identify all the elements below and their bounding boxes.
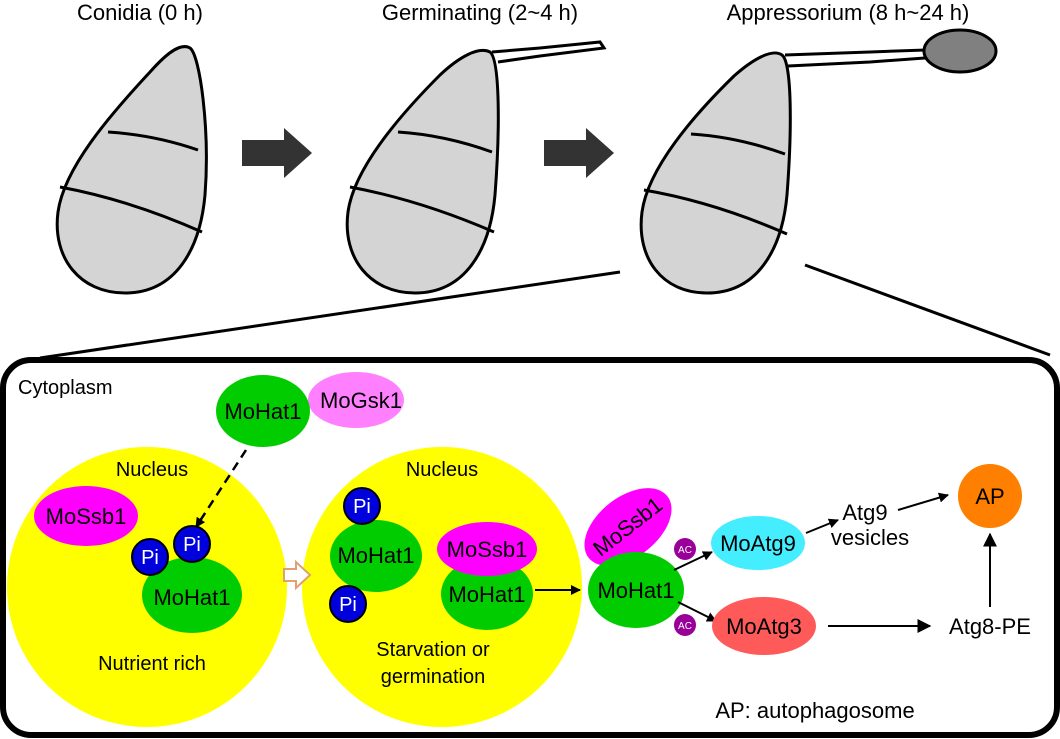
pi-left-2-label: Pi: [183, 534, 201, 556]
atg8pe-label: Atg8-PE: [949, 614, 1031, 639]
mohat1-mid-upper-label: MoHat1: [337, 543, 414, 568]
nucleus-right-label: Nucleus: [406, 459, 478, 481]
germ-tube: [491, 40, 607, 64]
stage-label-germinating: Germinating (2~4 h): [382, 0, 578, 25]
conidium-body-3: [639, 51, 792, 295]
nucleus-left-label: Nucleus: [116, 459, 188, 481]
conidium-septum-lower-2: [349, 185, 495, 234]
conidium-resting: [55, 45, 208, 295]
mohat1-left-label: MoHat1: [153, 585, 230, 610]
mohat1-mid-lower-label: MoHat1: [448, 582, 525, 607]
appressorium-cell: [922, 28, 998, 74]
conidium-septum-lower-1: [59, 185, 203, 234]
nutrient-rich-label: Nutrient rich: [98, 653, 206, 675]
pi-mid-1: [343, 487, 381, 525]
atg9-vesicles-line1: Atg9: [842, 500, 887, 525]
legend-autophagosome: AP: autophagosome: [715, 698, 914, 723]
conidium-septum-upper-2: [397, 130, 493, 154]
mohat1-top-label: MoHat1: [224, 399, 301, 424]
ac-lower-label: AC: [678, 621, 692, 632]
moatg3-ellipse: [712, 597, 816, 655]
moatg9-ellipse: [711, 516, 805, 570]
mossb1-right-ellipse: [584, 488, 672, 566]
cytoplasm-label: Cytoplasm: [18, 377, 112, 399]
conidium-septum-upper-1: [107, 130, 199, 152]
mohat1-mid-upper-ellipse: [330, 520, 422, 592]
ac-lower: [674, 614, 696, 636]
transition-arrow: [283, 559, 312, 591]
conidium-body-2: [345, 49, 500, 295]
atg9-vesicles-line2: vesicles: [831, 525, 909, 550]
ap-label: AP: [975, 484, 1004, 509]
zoom-line-left: [39, 270, 621, 360]
starvation-label-line1: Starvation or: [376, 639, 490, 661]
conidium-septum-upper-3: [690, 132, 786, 156]
appressorium-germ-tube: [784, 48, 927, 68]
mossb1-mid-label: MoSsb1: [447, 537, 528, 562]
pi-mid-2: [329, 585, 367, 623]
pi-mid-1-label: Pi: [353, 496, 371, 518]
moatg9-label: MoAtg9: [720, 531, 796, 556]
mohat1-right-ellipse: [588, 552, 684, 628]
conidium-germinating: [345, 40, 607, 295]
pi-left-1: [131, 538, 169, 576]
stage-arrow-2: [544, 128, 614, 178]
conidium-septum-lower-3: [643, 188, 788, 236]
import-dashed-arrow: [194, 449, 248, 528]
arrow-to-ap-from-atg9: [897, 492, 949, 511]
pi-mid-2-label: Pi: [339, 594, 357, 616]
pi-left-2: [173, 525, 211, 563]
mossb1-mid-ellipse: [437, 522, 537, 576]
mohat1-right-label: MoHat1: [597, 578, 674, 603]
mohat1-top-ellipse: [216, 375, 310, 447]
stage-label-appressorium: Appressorium (8 h~24 h): [727, 0, 970, 25]
arrow-to-atg9-vesicles: [805, 518, 839, 534]
ac-upper-label: AC: [678, 545, 692, 556]
mogsk1-label: MoGsk1: [320, 388, 402, 413]
mohat1-mid-lower-ellipse: [441, 558, 533, 630]
pi-left-1-label: Pi: [141, 547, 159, 569]
moatg3-label: MoAtg3: [726, 614, 802, 639]
mossb1-left-ellipse: [34, 486, 138, 546]
conidium-appressorium: [639, 28, 998, 295]
mossb1-left-label: MoSsb1: [46, 504, 127, 529]
arrow-to-moatg9: [673, 551, 713, 571]
arrow-to-moatg3: [677, 601, 717, 622]
conidium-body-1: [55, 45, 208, 295]
stage-label-conidia: Conidia (0 h): [77, 0, 203, 25]
ap-ellipse: [958, 464, 1022, 528]
mogsk1-ellipse: [308, 372, 404, 428]
stage-arrow-1: [242, 128, 312, 178]
zoom-line-right: [804, 263, 1051, 357]
starvation-label-line2: germination: [381, 666, 486, 688]
ac-upper: [674, 538, 696, 560]
mohat1-left-ellipse: [142, 557, 242, 633]
